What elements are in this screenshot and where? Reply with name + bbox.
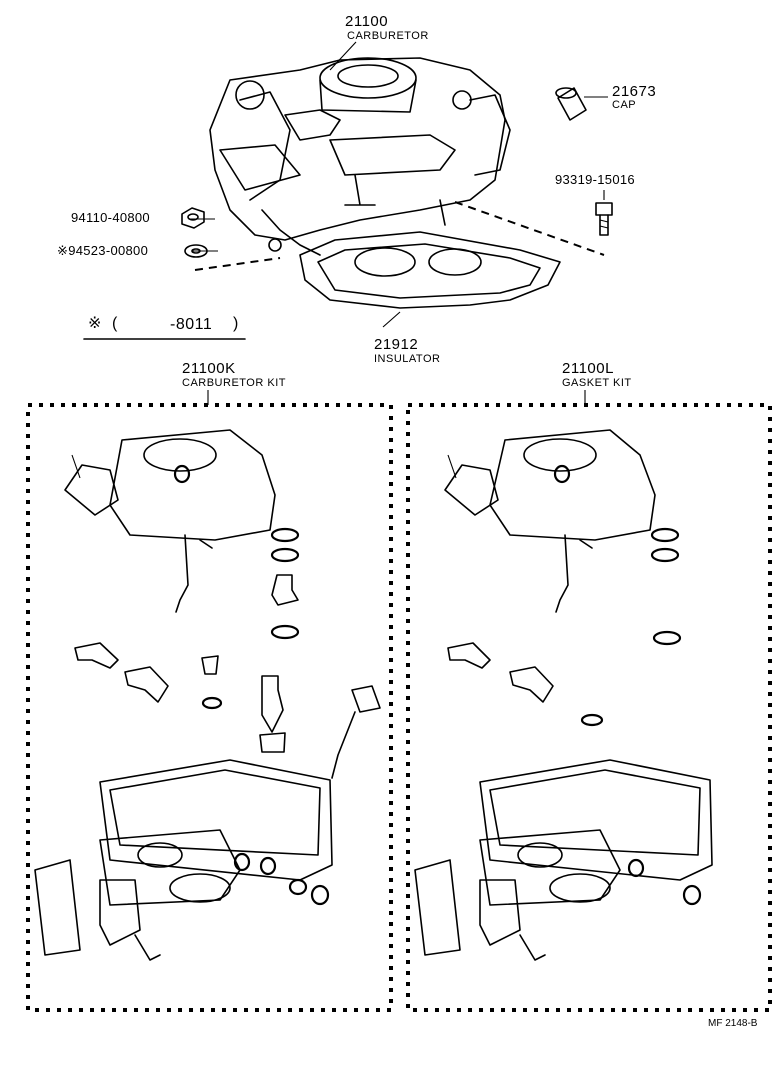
gasket-kit-part-name: GASKET KIT — [562, 377, 632, 389]
gasket-kit-parts-drawing — [414, 429, 713, 961]
figure-code: MF 2148-B — [708, 1018, 758, 1029]
carb-kit-part-name: CARBURETOR KIT — [182, 377, 286, 389]
date-note-mark: ※ — [88, 315, 102, 332]
nut-part-number: 94110-40800 — [71, 210, 150, 225]
gasket-kit-box — [406, 403, 772, 1012]
leader-lines-top — [190, 41, 608, 328]
insulator-part-name: INSULATOR — [374, 353, 441, 365]
carburetor-part-number: 21100 — [345, 13, 389, 30]
washer-94523-drawing — [184, 244, 208, 258]
cap-part-number: 21673 — [612, 83, 657, 100]
bolt-93319-drawing — [595, 202, 613, 236]
date-note-open-paren: ( — [112, 315, 118, 332]
cap-21673-drawing — [555, 87, 587, 121]
date-note-close-paren: ) — [233, 315, 239, 332]
carburetor-part-name: CARBURETOR — [347, 30, 429, 42]
insulator-part-number: 21912 — [374, 336, 419, 353]
carburetor-assembly-drawing — [209, 57, 561, 309]
carb-kit-part-number: 21100K — [182, 360, 236, 377]
date-note-range: -8011 — [170, 316, 213, 333]
bolt-part-number: 93319-15016 — [555, 172, 635, 187]
cap-part-name: CAP — [612, 99, 637, 111]
gasket-kit-part-number: 21100L — [562, 360, 614, 377]
washer-part-number: ※94523-00800 — [57, 243, 149, 258]
nut-94110-drawing — [181, 207, 205, 229]
carburetor-kit-parts-drawing — [34, 429, 381, 961]
